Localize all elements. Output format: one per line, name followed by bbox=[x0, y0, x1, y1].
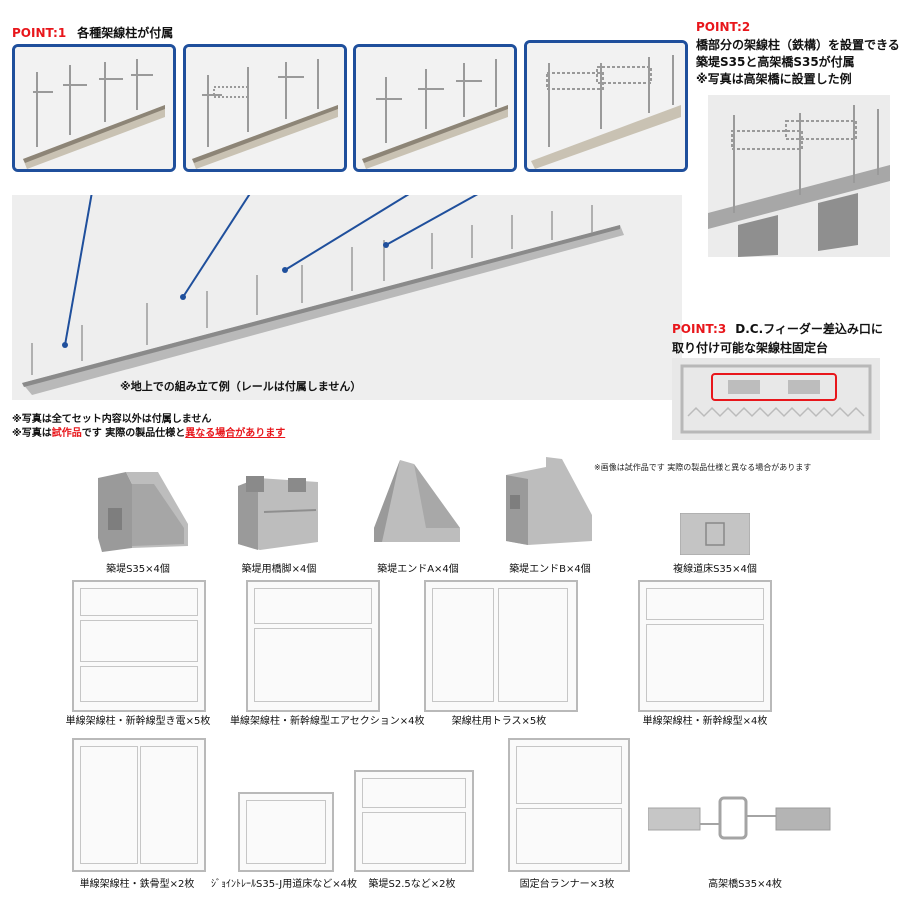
sprue-embankment-s25 bbox=[354, 770, 474, 872]
point2-line-3: ※写真は高架橋に設置した例 bbox=[696, 72, 852, 86]
part-embankment-pier bbox=[234, 472, 324, 556]
point2-label: POINT:2 bbox=[696, 20, 751, 34]
part-viaduct-s35 bbox=[647, 794, 832, 862]
thumb-single-poles bbox=[353, 44, 517, 172]
sprue-steel-frame-poles bbox=[72, 738, 206, 872]
point1-header: POINT:1 各種架線柱が付属 bbox=[12, 22, 173, 41]
prototype-note: ※画像は試作品です 実際の製品仕様と異なる場合があります bbox=[594, 463, 812, 472]
caption-sprue-fixing-base-runner: 固定台ランナー×3枚 bbox=[519, 879, 615, 890]
caption-sprue-embankment-s25: 築堤S2.5など×2枚 bbox=[368, 879, 456, 890]
point3-line-2: 取り付け可能な架線柱固定台 bbox=[672, 341, 829, 355]
caption-sprue-feeder-poles: 単線架線柱・新幹線型き電×5枚 bbox=[65, 716, 211, 727]
caption-embankment-pier: 築堤用橋脚×4個 bbox=[241, 564, 317, 575]
main-layout-photo: ※地上での組み立て例（レールは付属しません） bbox=[12, 195, 682, 400]
point2-line-1: 橋部分の架線柱（鉄構）を設置できる bbox=[696, 38, 900, 52]
caption-viaduct-s35: 高架橋S35×4枚 bbox=[708, 879, 782, 890]
point1-label: POINT:1 bbox=[12, 26, 67, 40]
sprue-truss bbox=[424, 580, 578, 712]
part-embankment-end-b bbox=[502, 455, 594, 551]
caption-sprue-air-section-poles: 単線架線柱・新幹線型エアセクション×4枚 bbox=[230, 716, 425, 727]
sprue-fixing-base-runner bbox=[508, 738, 630, 872]
note-line-2-underline: 異なる場合があります bbox=[185, 428, 286, 439]
point3-line-1: D.C.フィーダー差込み口に bbox=[735, 322, 883, 336]
thumb-truss-poles bbox=[524, 40, 688, 172]
point2-line-2: 築堤S35と高架橋S35が付属 bbox=[696, 55, 855, 69]
note-line-2-a: ※写真は bbox=[12, 428, 52, 439]
caption-sprue-single-poles: 単線架線柱・新幹線型×4枚 bbox=[642, 716, 768, 727]
sprue-feeder-poles bbox=[72, 580, 206, 712]
point1-text: 各種架線柱が付属 bbox=[77, 26, 174, 40]
caption-embankment-end-b: 築堤エンドB×4個 bbox=[509, 564, 591, 575]
caption-embankment-s35: 築堤S35×4個 bbox=[106, 564, 170, 575]
caption-sprue-steel-frame-poles: 単線架線柱・鉄骨型×2枚 bbox=[79, 879, 195, 890]
thumb-feeder-poles bbox=[12, 44, 176, 172]
point2-header: POINT:2 橋部分の架線柱（鉄構）を設置できる 築堤S35と高架橋S35が付… bbox=[696, 20, 900, 87]
sprue-air-section-poles bbox=[246, 580, 380, 712]
note-line-1: ※写真は全てセット内容以外は付属しません bbox=[12, 414, 212, 425]
sprue-single-poles bbox=[638, 580, 772, 712]
sprue-joint-rail-bed bbox=[238, 792, 334, 872]
point3-header: POINT:3 D.C.フィーダー差込み口に 取り付け可能な架線柱固定台 bbox=[672, 318, 883, 356]
note-line-2-b: です 実際の製品仕様と bbox=[81, 428, 186, 439]
main-photo-caption: ※地上での組み立て例（レールは付属しません） bbox=[120, 380, 362, 393]
caption-embankment-end-a: 築堤エンドA×4個 bbox=[377, 564, 459, 575]
part-embankment-end-a bbox=[370, 458, 466, 548]
note-line-2-red: 試作品 bbox=[51, 428, 82, 439]
part-embankment-s35 bbox=[88, 468, 188, 560]
thumb-air-section-poles bbox=[183, 44, 347, 172]
point3-runner-photo bbox=[672, 358, 880, 440]
note-line-2: ※写真は試作品です 実際の製品仕様と異なる場合があります bbox=[12, 424, 285, 439]
point3-label: POINT:3 bbox=[672, 322, 727, 336]
caption-sprue-joint-rail-bed: ｼﾞｮｲﾝﾄﾚｰﾙS35-J用道床など×4枚 bbox=[211, 879, 357, 890]
caption-sprue-truss: 架線柱用トラス×5枚 bbox=[451, 716, 547, 727]
point2-viaduct-photo bbox=[708, 95, 890, 257]
caption-double-track-bed: 複線道床S35×4個 bbox=[673, 564, 757, 575]
part-double-track-bed bbox=[679, 512, 751, 559]
